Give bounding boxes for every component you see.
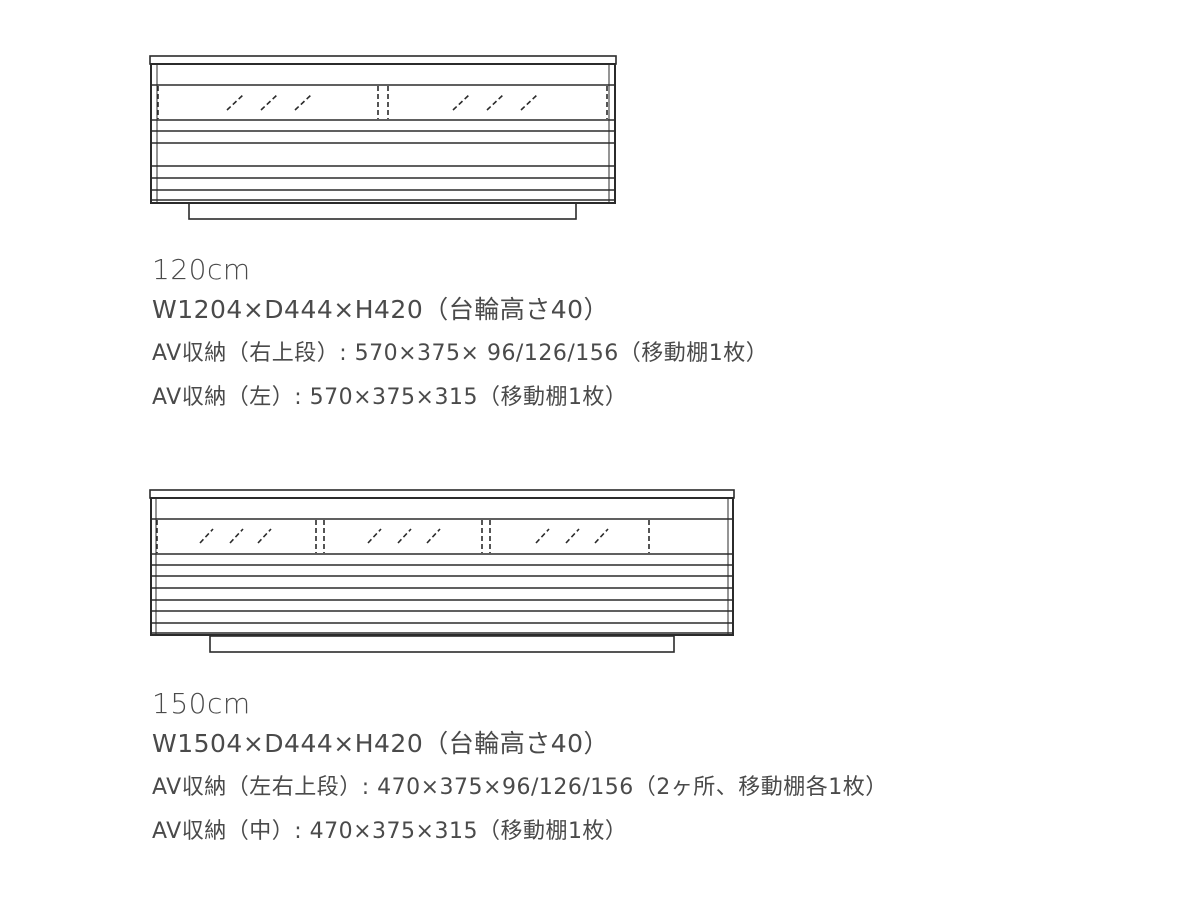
av-storage-text: AV収納（左）: 570×375×315（移動棚1枚） — [152, 385, 628, 410]
plinth — [188, 202, 577, 220]
dimensions-text: W1204×D444×H420（台輪高さ40） — [152, 295, 610, 324]
spec-block-120: 120cm W1204×D444×H420（台輪高さ40） AV収納（右上段）:… — [152, 252, 768, 420]
cabinet-body — [150, 497, 734, 636]
av-storage-text: AV収納（右上段）: 570×375× 96/126/156（移動棚1枚） — [152, 341, 769, 366]
spec-block-150: 150cm W1504×D444×H420（台輪高さ40） AV収納（左右上段）… — [152, 686, 888, 854]
av-storage-text: AV収納（左右上段）: 470×375×96/126/156（2ヶ所、移動棚各1… — [152, 775, 888, 800]
top-plate — [149, 489, 735, 499]
top-plate — [149, 55, 617, 65]
tv-board-150-front-drawing — [149, 489, 735, 653]
av-storage-text: AV収納（中）: 470×375×315（移動棚1枚） — [152, 819, 628, 844]
plinth — [209, 635, 675, 653]
dimensions-text: W1504×D444×H420（台輪高さ40） — [152, 729, 610, 758]
size-label: 120cm — [152, 253, 251, 286]
tv-board-120-front-drawing — [149, 55, 617, 220]
size-label: 150cm — [152, 687, 251, 720]
